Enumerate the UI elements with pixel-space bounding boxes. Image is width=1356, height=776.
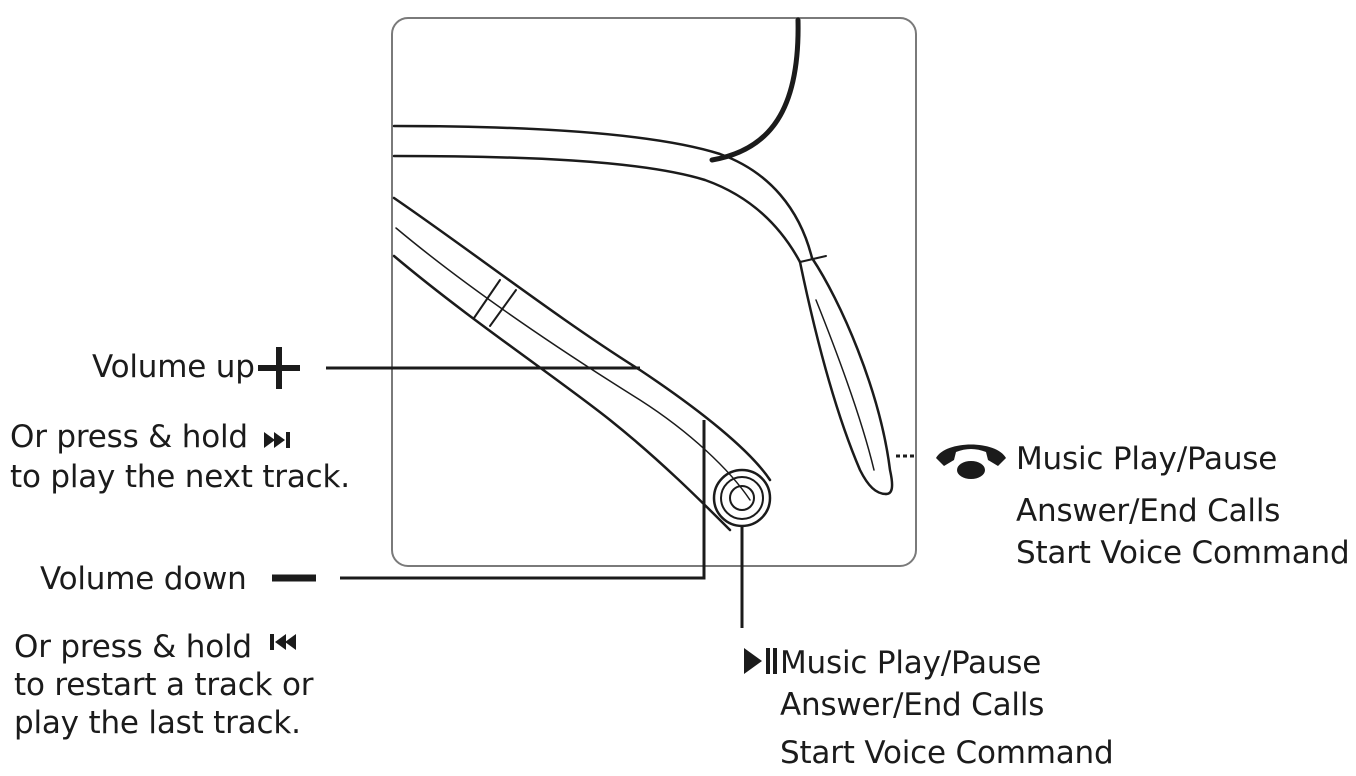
phone-button-line-2: Answer/End Calls [1016,493,1281,529]
center-button-line-1: Music Play/Pause [780,645,1042,681]
play-pause-icon [744,648,777,674]
phone-button-line-3: Start Voice Command [1016,535,1350,571]
right-arm-groove [815,299,875,471]
right-arm-outer [810,256,894,496]
arm-segment-mark-2 [489,289,517,327]
volume-down-leader [340,420,706,580]
plus-icon [258,347,300,389]
band-upper-edge [392,124,814,260]
volume-up-label: Volume up [92,349,255,385]
phone-button-line-1: Music Play/Pause [1016,441,1278,477]
left-arm-mid-groove [395,227,751,501]
left-arm-lower [392,254,732,532]
neckband-illustration [392,17,894,532]
leader-lines [326,366,916,628]
previous-track-line-3: play the last track. [14,705,301,741]
previous-track-line-1: Or press & hold [14,629,252,665]
phone-icon [936,444,1006,479]
center-button-line-3: Start Voice Command [780,735,1114,771]
volume-down-label: Volume down [40,561,247,597]
next-track-line-2: to play the next track. [10,459,350,495]
next-track-line-1: Or press & hold [10,419,248,455]
arm-segment-mark-1 [473,279,501,319]
right-arm-inner [798,260,888,496]
previous-track-icon [270,634,296,650]
left-arm-upper [392,196,772,482]
center-button-inner [729,485,755,511]
diagram-frame [391,17,917,567]
center-button-middle [720,476,764,520]
next-track-icon [264,432,290,448]
previous-track-line-2: to restart a track or [14,667,314,703]
band-lower-edge [392,154,802,264]
band-notch [799,255,827,263]
center-button-line-2: Answer/End Calls [780,687,1045,723]
earbud-cable [709,17,801,163]
center-button-outer [712,468,772,528]
